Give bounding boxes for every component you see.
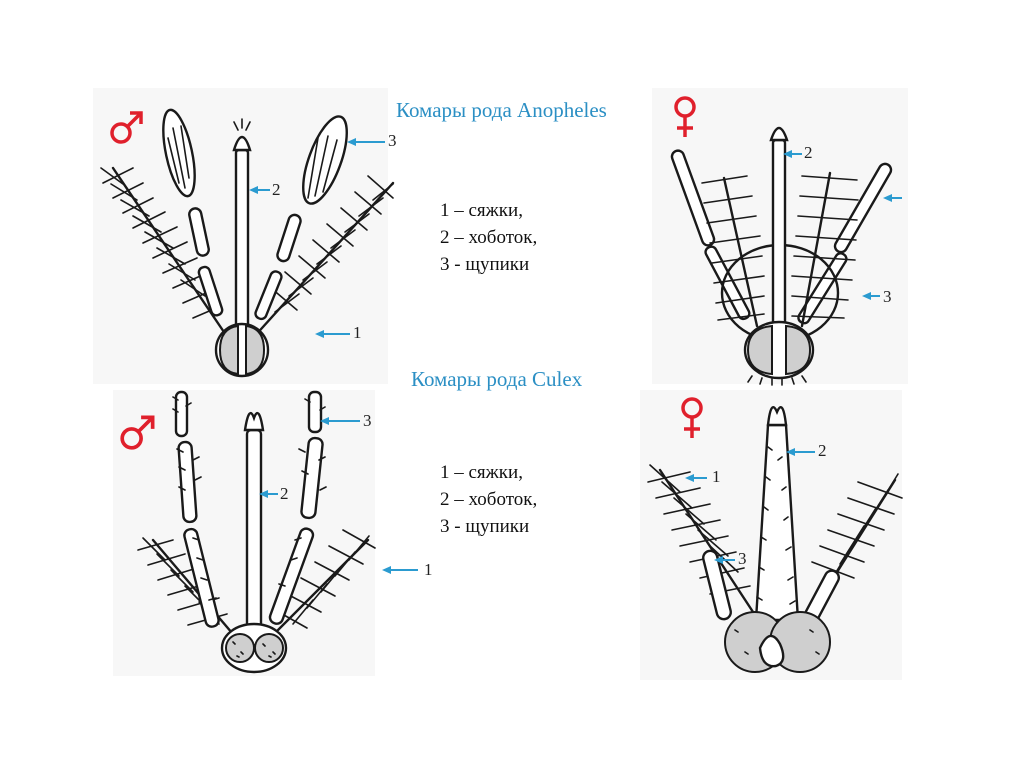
label-proboscis: 2 xyxy=(280,484,289,504)
label-palps: 3 xyxy=(883,287,892,307)
label-proboscis: 2 xyxy=(272,180,281,200)
label-antennae: 1 xyxy=(353,323,362,343)
label-proboscis: 2 xyxy=(804,143,813,163)
label-proboscis: 2 xyxy=(818,441,827,461)
label-antennae: 1 xyxy=(712,467,721,487)
label-palps: 3 xyxy=(388,131,397,151)
label-antennae: 1 xyxy=(424,560,433,580)
label-palps: 3 xyxy=(363,411,372,431)
label-palps: 3 xyxy=(738,549,747,569)
